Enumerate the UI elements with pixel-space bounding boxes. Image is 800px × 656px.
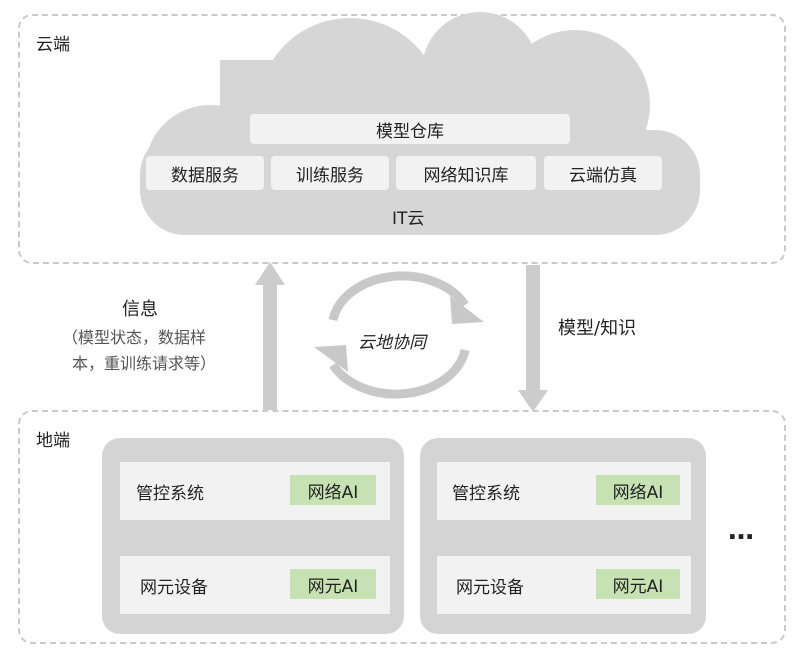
ground-section-label: 地端 xyxy=(36,431,70,451)
upload-detail-line-2: 本，重训练请求等） xyxy=(72,354,217,373)
service-knowledge-base: 网络知识库 xyxy=(396,156,536,190)
more-nodes-ellipsis: … xyxy=(728,516,754,546)
download-arrow xyxy=(518,265,548,412)
cloud-section xyxy=(18,14,786,264)
node-1-element-ai: 网元AI xyxy=(290,569,376,599)
service-training: 训练服务 xyxy=(271,156,389,190)
node-1-mgmt-label: 管控系统 xyxy=(136,484,204,504)
cycle-label: 云地协同 xyxy=(358,333,426,353)
service-cloud-simulation: 云端仿真 xyxy=(544,156,662,190)
upload-arrow xyxy=(255,262,285,410)
node-1-network-ai: 网络AI xyxy=(290,475,376,505)
cloud-section-label: 云端 xyxy=(36,35,70,55)
it-cloud-label: IT云 xyxy=(392,209,425,229)
sync-cycle-icon xyxy=(328,271,470,399)
node-2-network-ai: 网络AI xyxy=(596,475,680,505)
node-2-device-label: 网元设备 xyxy=(456,578,524,598)
ground-section xyxy=(18,410,786,644)
model-repository: 模型仓库 xyxy=(250,114,570,144)
download-label: 模型/知识 xyxy=(558,318,637,339)
node-1-device-label: 网元设备 xyxy=(140,578,208,598)
service-data: 数据服务 xyxy=(146,156,264,190)
upload-title: 信息 xyxy=(122,299,158,320)
node-2-mgmt-label: 管控系统 xyxy=(452,484,520,504)
upload-detail-line-1: （模型状态，数据样 xyxy=(62,328,207,347)
node-2-element-ai: 网元AI xyxy=(596,569,680,599)
